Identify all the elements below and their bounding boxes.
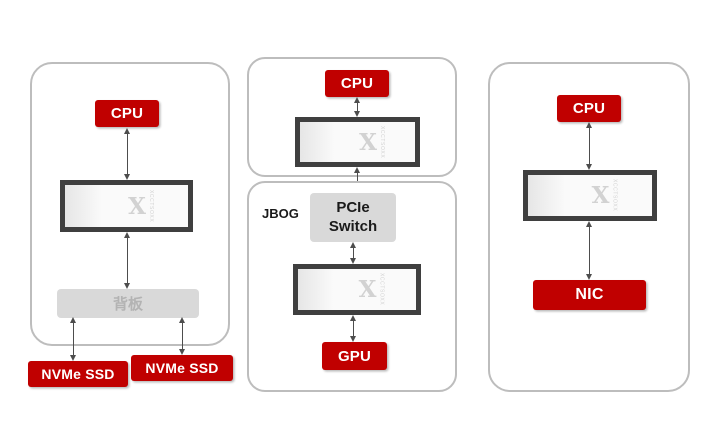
chip-logo-text: XCCTSOXX bbox=[611, 179, 618, 212]
chip-logo-text: XCCTSOXX bbox=[378, 125, 385, 159]
nvme-ssd-box-right: NVMe SSD bbox=[131, 355, 233, 381]
cpu-box-middle: CPU bbox=[325, 70, 389, 97]
pcie-switch-chip-left: X XCCTSOXX bbox=[60, 180, 193, 232]
backplane-box: 背板 bbox=[57, 289, 199, 318]
gpu-box: GPU bbox=[322, 342, 387, 370]
chip-logo-icon: X bbox=[359, 128, 377, 156]
nvme-ssd-box-left: NVMe SSD bbox=[28, 361, 128, 387]
cpu-to-chip-arrow-middle bbox=[354, 97, 360, 117]
chip-to-nic-arrow bbox=[586, 221, 592, 280]
chip-logo-text: XCCTSOXX bbox=[378, 273, 385, 306]
backplane-to-ssd-arrow-left bbox=[70, 317, 76, 361]
pcie-switch-label-line1: PCIe bbox=[336, 198, 370, 216]
chip-to-gpu-arrow bbox=[350, 315, 356, 342]
nic-box: NIC bbox=[533, 280, 646, 310]
chip-logo-icon: X bbox=[128, 192, 146, 220]
chip-logo-icon: X bbox=[591, 182, 610, 209]
cpu-box-right: CPU bbox=[557, 95, 621, 122]
chip-logo-icon: X bbox=[358, 276, 377, 303]
pcie-switch-label-line2: Switch bbox=[328, 217, 378, 235]
chip-to-backplane-arrow bbox=[124, 232, 130, 289]
chip-logo-text: XCCTSOXX bbox=[147, 189, 154, 223]
cpu-to-chip-arrow-right bbox=[586, 122, 592, 170]
backplane-to-ssd-arrow-right bbox=[179, 317, 185, 355]
cpu-to-chip-arrow-left bbox=[124, 128, 130, 180]
pcie-switch-chip-right: X XCCTSOXX bbox=[523, 170, 657, 221]
jbog-label: JBOG bbox=[262, 206, 299, 221]
switch-to-chip-arrow bbox=[350, 242, 356, 264]
cpu-box-left: CPU bbox=[95, 100, 159, 127]
pcie-switch-chip-middle-bottom: X XCCTSOXX bbox=[293, 264, 421, 315]
pcie-switch-chip-middle-top: X XCCTSOXX bbox=[295, 117, 420, 167]
pcie-switch-box: PCIe Switch bbox=[310, 193, 396, 242]
